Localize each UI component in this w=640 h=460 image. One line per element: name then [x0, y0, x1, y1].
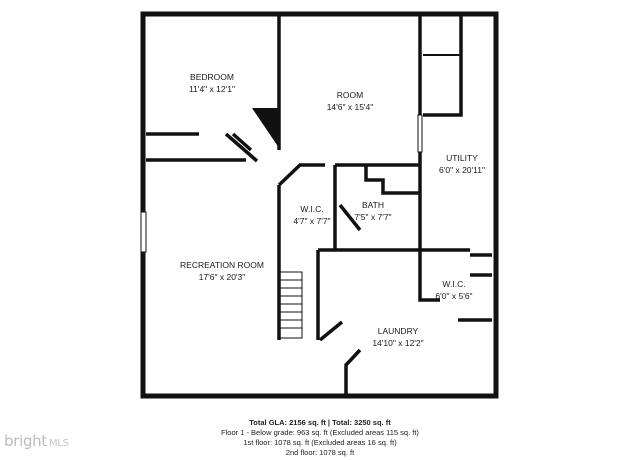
windows — [140, 114, 423, 253]
room-name: BEDROOM — [190, 72, 234, 82]
room-label-room: ROOM 14'6" x 15'4" — [327, 89, 374, 113]
summary-totals: Total GLA: 2156 sq. ft | Total: 3250 sq.… — [249, 418, 391, 427]
room-label-recreation: RECREATION ROOM 17'6" x 20'3" — [180, 259, 264, 283]
room-label-bedroom: BEDROOM 11'4" x 12'1" — [189, 71, 235, 95]
stairs — [279, 271, 303, 339]
room-label-wic: W.I.C. 4'7" x 7'7" — [293, 203, 330, 227]
room-label-laundry: LAUNDRY 14'10" x 12'2" — [372, 325, 423, 349]
room-label-utility: UTILITY 6'0" x 20'11" — [439, 152, 485, 176]
summary-floor1: Floor 1 - Below grade: 963 sq. ft (Exclu… — [221, 428, 419, 437]
room-size: 6'0" x 5'6" — [435, 291, 473, 301]
interior-walls — [146, 14, 492, 396]
room-name: UTILITY — [446, 153, 478, 163]
room-size: 11'4" x 12'1" — [189, 84, 235, 94]
room-name: ROOM — [336, 90, 364, 100]
brand-logo-suffix: MLS — [48, 438, 69, 449]
room-name: LAUNDRY — [377, 326, 419, 336]
wall-corner-fill — [252, 108, 279, 148]
room-name: W.I.C. — [300, 204, 324, 214]
exterior-walls — [140, 11, 499, 399]
summary-floor-first: 1st floor: 1078 sq. ft (Excluded areas 1… — [243, 438, 397, 447]
summary-floor-second: 2nd floor: 1078 sq. ft — [285, 448, 355, 457]
room-size: 7'5" x 7'7" — [354, 212, 392, 222]
room-size: 6'0" x 20'11" — [439, 165, 485, 175]
room-size: 14'6" x 15'4" — [326, 102, 374, 112]
room-name: BATH — [361, 200, 385, 210]
brand-logo-text: bright — [4, 432, 47, 450]
room-label-bath: BATH 7'5" x 7'7" — [354, 199, 391, 223]
room-size: 4'7" x 7'7" — [293, 216, 331, 226]
room-size: 14'10" x 12'2" — [372, 338, 424, 348]
room-name: RECREATION ROOM — [180, 260, 264, 270]
room-size: 17'6" x 20'3" — [198, 272, 246, 282]
floor-plan — [140, 11, 499, 399]
room-name: W.I.C. — [442, 279, 466, 289]
room-label-wic-2: W.I.C. 6'0" x 5'6" — [435, 278, 472, 302]
